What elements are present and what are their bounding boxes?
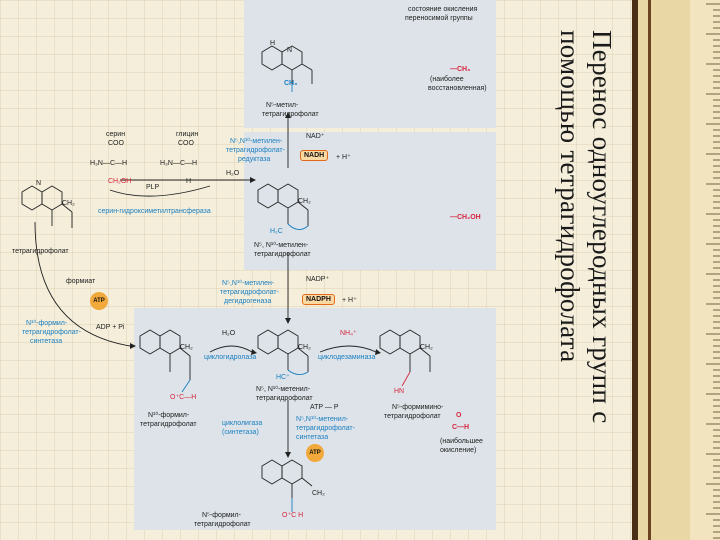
plp-label: PLP [146, 184, 160, 191]
oxidation-panel-bottom [134, 308, 496, 530]
glycine-coo: COO [178, 140, 194, 147]
methyl-name-1: N⁵-метил- [266, 102, 299, 109]
water-label-1: H₂O [226, 170, 240, 177]
nadh-box: NADH [300, 150, 329, 161]
slide-title: Перенос одноуглеродных групп с помощью т… [555, 30, 617, 424]
cyclodeaminase-label: циклодезаминаза [318, 354, 376, 361]
ch3-state-1: (наиболее [430, 76, 464, 83]
thf-ch2: CH₂ [62, 200, 75, 207]
cyclo-ligase-label-1: циклолигаза [222, 420, 263, 427]
formyl5-name-2: тетрагидрофолат [194, 521, 251, 528]
ch3-oxidation-group: —CH₃ [450, 66, 471, 73]
serine-label: серин [106, 131, 126, 138]
ch2oh-oxidation-group: —CH₂OH [450, 214, 481, 221]
methylene-bridge: H₂C [270, 228, 283, 235]
isomerase-label-2: тетрагидрофолат- [296, 425, 355, 432]
dehydrogenase-label-1: N⁵,N¹⁰-метилен- [222, 280, 275, 287]
formyl10-ch2: CH₂ [180, 344, 193, 351]
formimino-name-1: N⁵-формимино- [392, 404, 444, 411]
glycine-label: глицин [176, 131, 199, 138]
formyl10-name-1: N¹⁰-формил- [148, 412, 190, 419]
synthetase-label-3: синтетаза [30, 338, 63, 345]
serine-coo: COO [108, 140, 124, 147]
cho-state-1: (наибольшее [440, 438, 483, 445]
formimino-name-2: тетрагидрофолат [384, 413, 441, 420]
isomerase-label-1: N⁵,N¹⁰-метенил- [296, 416, 349, 423]
atp-p-label: ATP — P [310, 404, 339, 411]
nadph-box: NADPH [302, 294, 335, 305]
cyclo-ligase-label-2: (синтетаза) [222, 429, 259, 436]
methyl-name-2: тетрагидрофолат [262, 111, 319, 118]
nadp-label: NADP⁺ [306, 276, 330, 283]
ruler-graphic [632, 0, 720, 540]
formyl10-name-2: тетрагидрофолат [140, 421, 197, 428]
synthetase-label-2: тетрагидрофолат- [22, 329, 81, 336]
glycine-formula: H₃N—C—H [160, 160, 198, 167]
cyclohydrolase-label: циклогидролаза [204, 354, 257, 361]
formimino-group: HN [394, 388, 405, 395]
reaction-arrows [34, 118, 377, 452]
reductase-label-1: N⁵,N¹⁰-метилен- [230, 138, 283, 145]
formate-label: формиат [66, 278, 96, 285]
methenyl-name-1: N⁵, N¹⁰-метенил- [256, 386, 311, 393]
methenyl-ch2: CH₂ [298, 344, 311, 351]
isomerase-label-3: синтетаза [296, 434, 329, 441]
oxidation-header-line1: состояние окисления [408, 6, 478, 13]
atp-circle-synthetase: ATP [90, 292, 108, 310]
serine-formula: H₃N—C—H [90, 160, 128, 167]
oxidation-panel-top [244, 0, 496, 128]
formyl5-ch3: CH₂ [312, 490, 325, 497]
water-label-2: H₂O [222, 330, 236, 337]
serine-ch2oh: CH₂OH [108, 178, 132, 185]
formyl10-thf-structure [139, 329, 191, 380]
methyl-thf-structure [261, 45, 313, 84]
formimino-ch2: CH₂ [420, 344, 433, 351]
dehydrogenase-label-3: дегидрогеназа [224, 298, 272, 305]
formimino-thf-structure [379, 329, 431, 372]
ch3-state-2: восстановленная) [428, 85, 487, 92]
thf-structure [21, 185, 73, 228]
arrow-heads [130, 112, 381, 458]
methylene-ch2: CH₂ [298, 198, 311, 205]
methyl-ring-h: H [270, 40, 276, 47]
formyl5-name-1: N⁵-формил- [202, 512, 241, 519]
formyl10-cho: O⁺C—H [170, 394, 197, 401]
methylene-name-1: N⁵, N¹⁰-метилен- [254, 242, 309, 249]
glycine-h: H [186, 178, 192, 185]
methylene-thf-structure [257, 183, 309, 226]
reductase-label-2: тетрагидрофолат- [226, 147, 285, 154]
adp-pi-label: ADP + Pi [96, 324, 125, 331]
synthetase-label-1: N¹⁰-формил- [26, 320, 68, 327]
methyl-ch3-group: CH₃ [284, 80, 298, 87]
thf-name: тетрагидрофолат [12, 248, 69, 255]
oxidation-header-line2: переносимой группы [405, 15, 473, 22]
cho-oxidation-group: C—H [452, 424, 470, 431]
dehydrogenase-label-2: тетрагидрофолат- [220, 289, 279, 296]
shmt-label: серин-гидроксиметилтрансфераза [98, 208, 211, 215]
reductase-label-3: редуктаза [238, 156, 271, 163]
methyl-ring-n: N [287, 47, 293, 54]
cho-state-2: окисление) [440, 447, 477, 454]
formyl5-thf-structure [261, 459, 313, 498]
nad-label: NAD⁺ [306, 133, 325, 140]
atp-circle-ligase: ATP [306, 444, 324, 462]
methenyl-name-2: тетрагидрофолат [256, 395, 313, 402]
nadh-h-plus: + H⁺ [336, 154, 351, 161]
thf-ring-n: N [36, 180, 42, 187]
methenyl-thf-structure [257, 329, 309, 372]
methenyl-bridge: HC⁺ [276, 374, 290, 381]
oxidation-panel-mid [244, 132, 496, 270]
methylene-name-2: тетрагидрофолат [254, 251, 311, 258]
nadph-h-plus: + H⁺ [342, 297, 357, 304]
formyl5-cho: O⁺C H [282, 512, 304, 519]
cho-oxidation-o: O [456, 412, 462, 419]
nh4-label: NH₄⁺ [340, 330, 357, 337]
